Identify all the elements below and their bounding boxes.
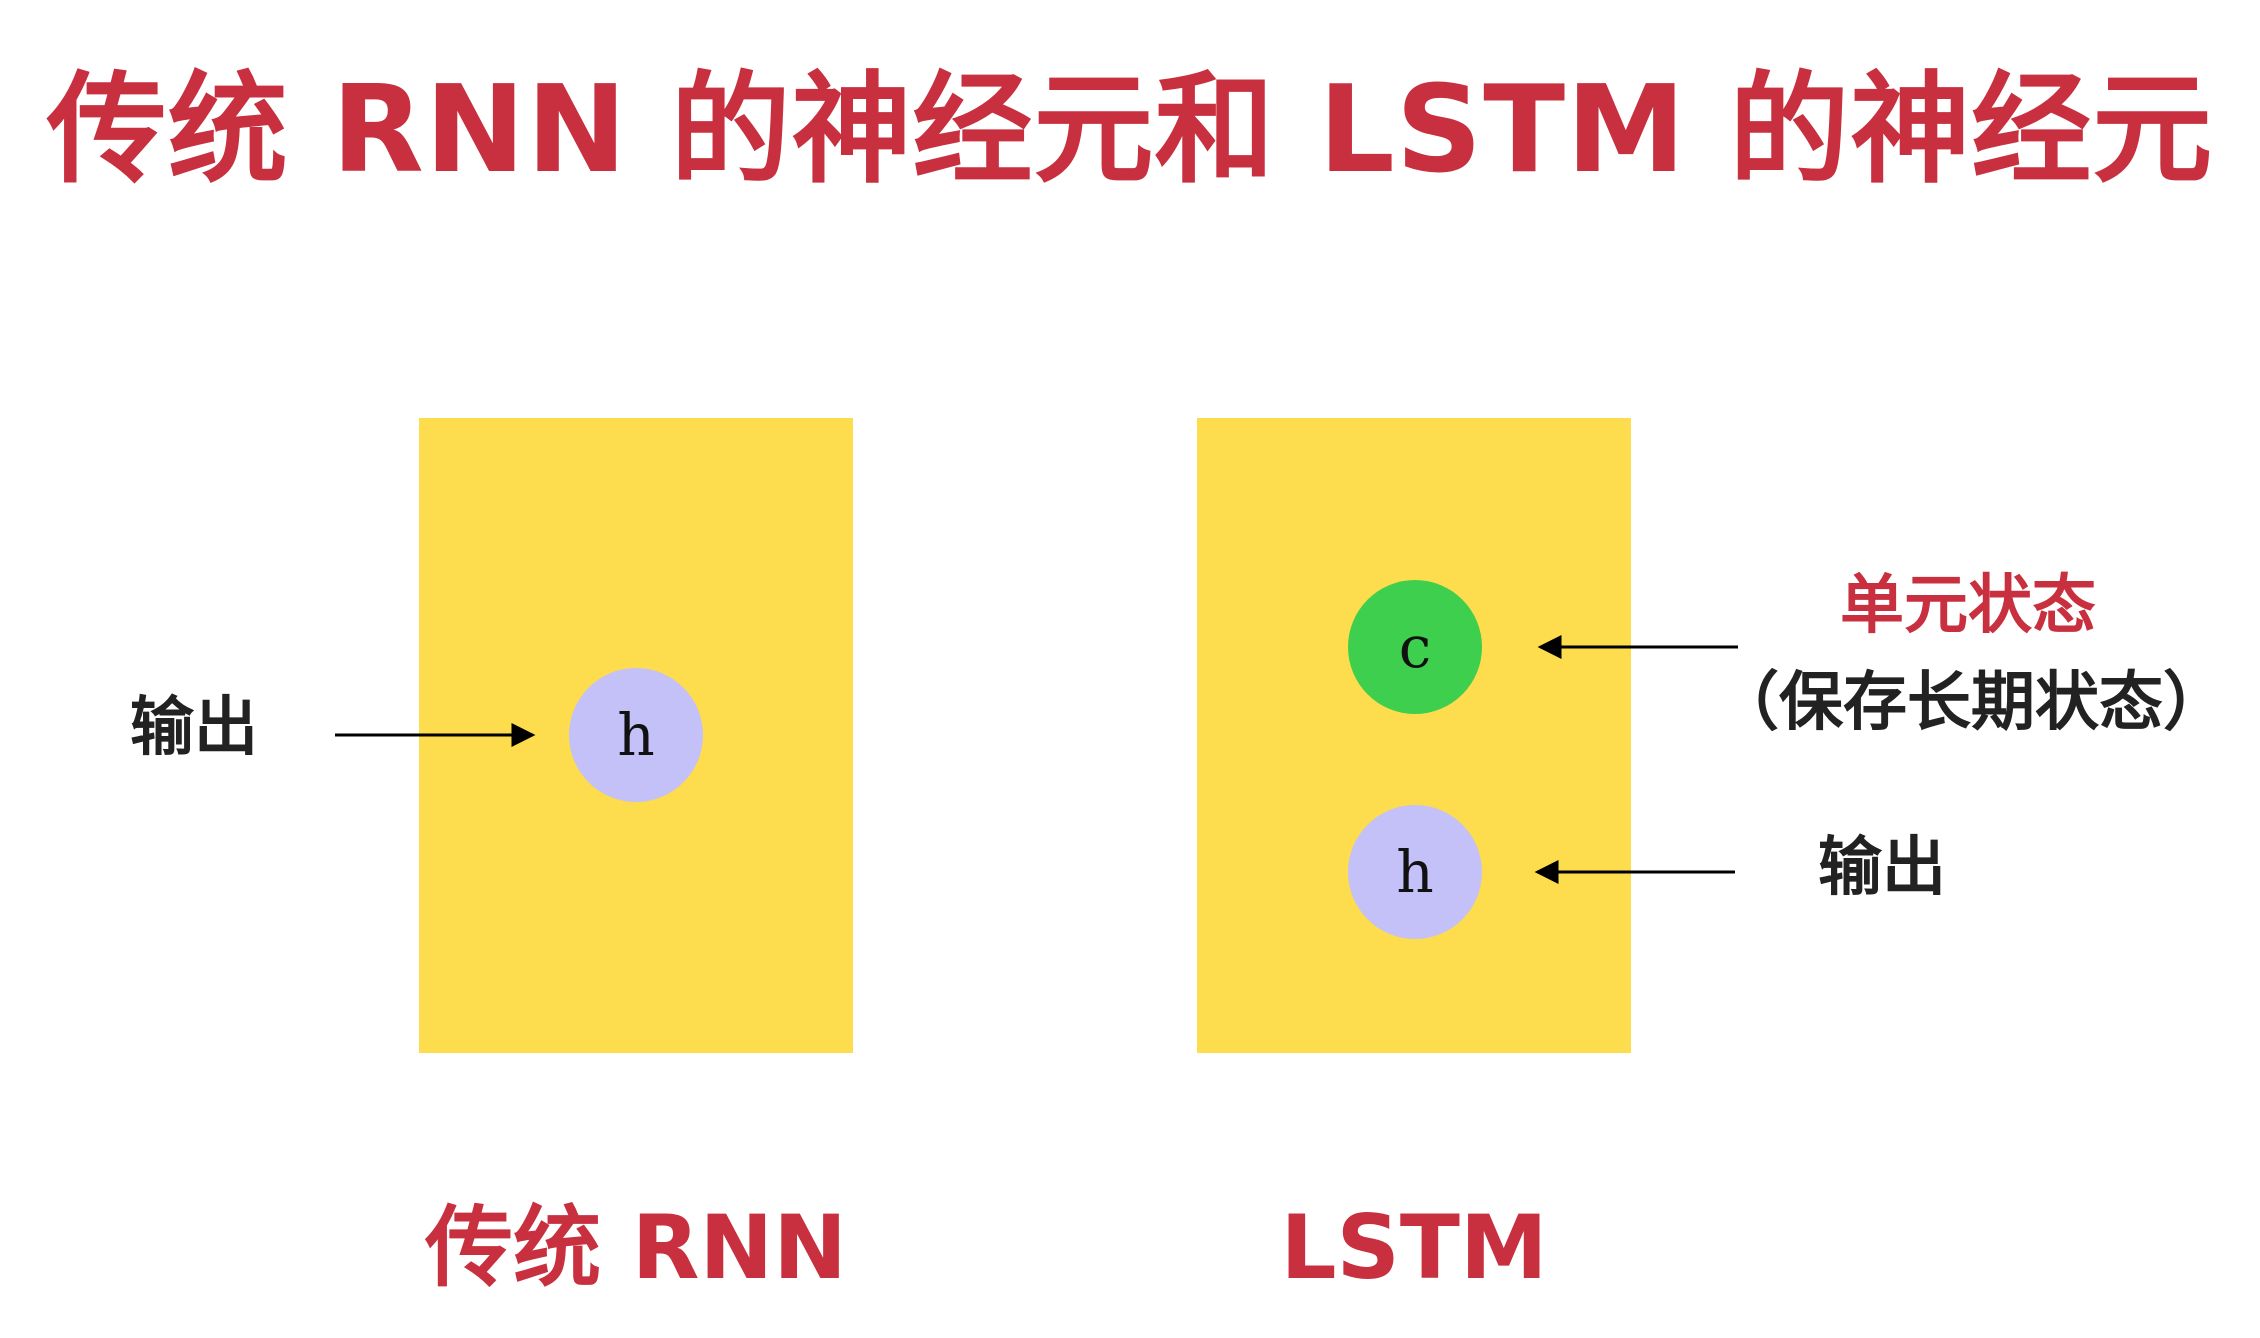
lstm-cell-state-node-label: c [1398,613,1432,681]
lstm-cell-state-node: c [1348,580,1482,714]
lstm-hidden-state-node: h [1348,805,1482,939]
lstm-cell-state-note: （保存长期状态） [1715,666,2227,740]
rnn-hidden-state-node: h [569,668,703,802]
rnn-output-label: 输出 [130,691,258,765]
rnn-hidden-state-node-label: h [617,701,655,769]
rnn-caption: 传统 RNN [425,1196,847,1299]
lstm-output-label: 输出 [1818,831,1946,905]
page-title: 传统 RNN 的神经元和 LSTM 的神经元 [46,61,2214,200]
lstm-caption: LSTM [1280,1196,1548,1299]
lstm-neuron-box [1197,418,1631,1053]
lstm-cell-state-label: 单元状态 [1840,569,2096,643]
lstm-hidden-state-node-label: h [1396,838,1434,906]
